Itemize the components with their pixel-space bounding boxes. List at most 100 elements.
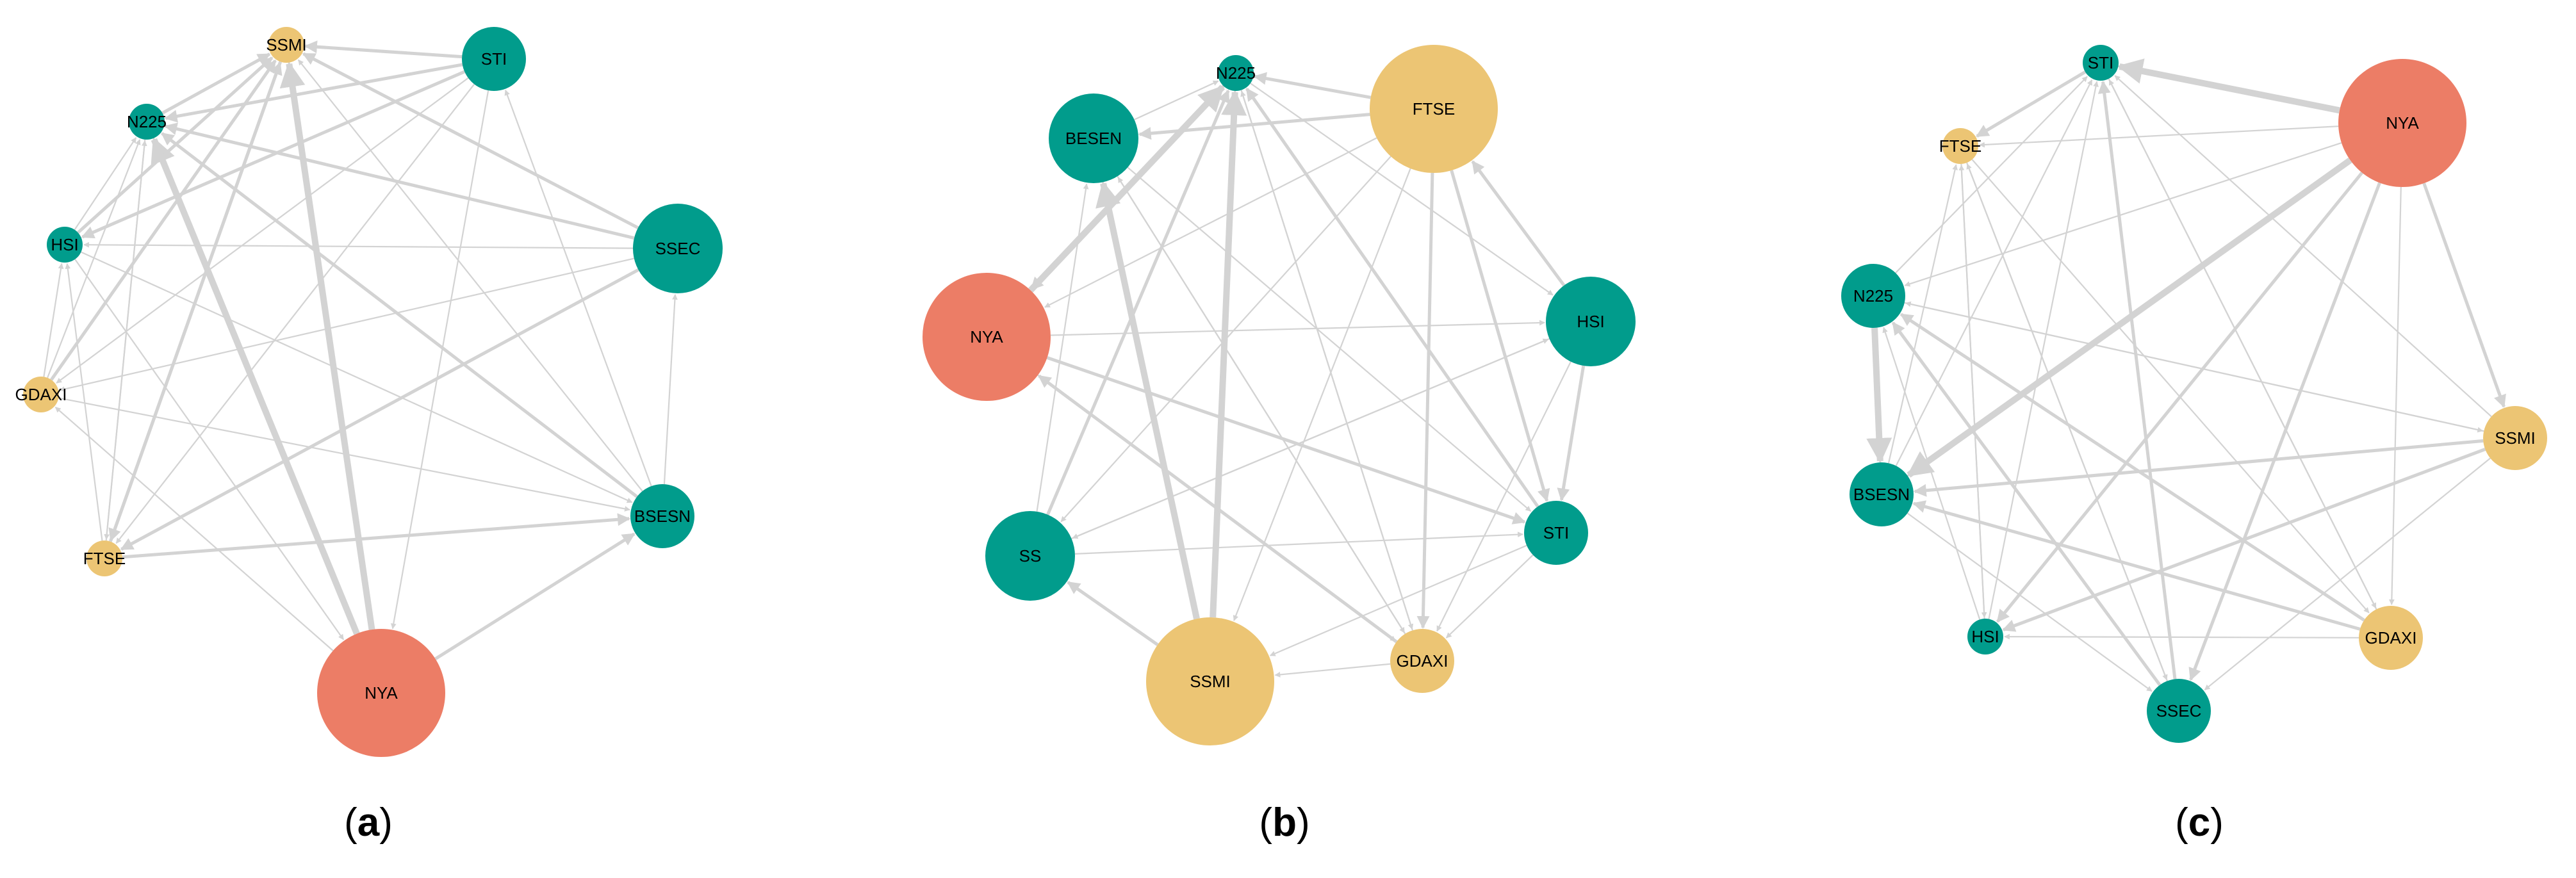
edge-besen-to-gdaxi <box>1117 175 1406 633</box>
edge-sti-to-nya <box>390 90 489 630</box>
node-label-ssmi: SSMI <box>2495 428 2536 448</box>
edge-nya-to-sti <box>1046 356 1526 524</box>
edge-hsi-to-nya <box>74 259 345 640</box>
node-ssmi <box>2483 406 2547 470</box>
node-label-ftse: FTSE <box>1939 136 1981 156</box>
edge-bsesn-to-ftse <box>1887 164 1958 464</box>
edge-nya-to-n225 <box>151 137 360 635</box>
edge-ssmi-to-sti <box>2114 75 2492 418</box>
node-gdaxi <box>1390 629 1454 693</box>
node-label-sti: STI <box>481 49 507 69</box>
edge-ss-to-besen <box>1036 183 1089 512</box>
panel-c-caption: (c) <box>2175 801 2224 845</box>
node-label-gdaxi: GDAXI <box>2365 628 2417 647</box>
edge-n225-to-ssmi <box>161 53 271 115</box>
node-nya <box>317 629 445 757</box>
node-gdaxi <box>23 377 59 412</box>
edge-sti-to-ssmi <box>1269 544 1527 656</box>
node-n225 <box>1218 55 1254 91</box>
node-hsi <box>47 227 83 263</box>
node-label-sti: STI <box>1543 523 1569 542</box>
node-n225 <box>1841 264 1905 328</box>
panel-a-edges <box>43 40 678 660</box>
node-label-ftse: FTSE <box>83 549 126 568</box>
node-label-nya: NYA <box>970 327 1003 346</box>
edge-bsesn-to-ssec <box>1907 512 2153 692</box>
edge-sti-to-gdaxi <box>56 77 469 384</box>
edge-ftse-to-ssec <box>1966 162 2168 681</box>
edge-n225-to-nya <box>1030 85 1225 291</box>
node-label-ftse: FTSE <box>1413 99 1455 118</box>
node-label-ssmi: SSMI <box>1190 672 1231 691</box>
node-ssmi <box>268 27 304 63</box>
edge-bsesn-to-ssec <box>663 294 678 485</box>
edge-gdaxi-to-hsi <box>2004 633 2359 640</box>
edge-sti-to-n225 <box>1245 87 1539 508</box>
edge-gdaxi-to-ssmi <box>1274 663 1391 678</box>
node-label-hsi: HSI <box>51 235 78 254</box>
edge-sti-to-gdaxi <box>1445 554 1534 638</box>
edge-sti-to-ftse <box>115 83 475 544</box>
panel-b-caption: (b) <box>1259 801 1309 845</box>
node-nya <box>923 273 1051 401</box>
edge-hsi-to-gdaxi <box>1436 361 1571 632</box>
edge-hsi-to-ftse <box>1471 160 1566 287</box>
edge-nya-to-ssmi <box>2422 183 2506 408</box>
edge-sti-to-hsi <box>81 70 466 239</box>
node-label-n225: N225 <box>1216 63 1256 83</box>
edge-n225-to-gdaxi <box>1240 90 1414 630</box>
edge-gdaxi-to-n225 <box>47 139 141 378</box>
node-besen <box>1049 93 1138 183</box>
edge-n225-to-sti <box>1895 76 2088 273</box>
edge-ftse-to-n225 <box>1253 72 1372 99</box>
edge-gdaxi-to-bsesn <box>1912 500 2361 631</box>
edge-bsesn-to-n225 <box>161 132 638 498</box>
node-nya <box>2338 59 2466 187</box>
edge-ssec-to-gdaxi <box>59 257 635 392</box>
edge-ssmi-to-besen <box>1095 181 1200 620</box>
edge-nya-to-sti <box>2117 58 2340 114</box>
node-gdaxi <box>2359 606 2423 670</box>
edge-bsesn-to-sti <box>504 89 652 487</box>
edge-bsesn-to-ssmi <box>297 59 643 492</box>
edge-ssmi-to-n225 <box>1210 90 1247 618</box>
panel-a-caption: (a) <box>344 801 393 845</box>
edge-ssmi-to-hsi <box>2002 448 2486 632</box>
node-ftse <box>86 541 122 576</box>
node-label-sti: STI <box>2088 53 2113 72</box>
node-ssmi <box>1146 617 1274 745</box>
edge-ftse-to-gdaxi <box>1416 172 1434 629</box>
edge-gdaxi-to-n225 <box>1899 313 2365 622</box>
node-sti <box>2083 45 2119 81</box>
edge-nya-to-gdaxi <box>2388 186 2402 605</box>
edge-ssmi-to-ftse <box>108 61 283 542</box>
edge-sti-to-ssmi <box>304 40 463 59</box>
node-label-nya: NYA <box>365 683 398 703</box>
edge-nya-to-gdaxi <box>54 406 334 651</box>
edge-ss-to-hsi <box>1071 338 1549 540</box>
node-label-bsesn: BSESN <box>1853 485 1910 504</box>
edge-ssmi-to-ss <box>1067 581 1159 646</box>
edge-gdaxi-to-hsi <box>43 263 64 377</box>
node-label-ssmi: SSMI <box>266 35 307 54</box>
edge-n225-to-ssmi <box>1904 302 2484 433</box>
edge-ssec-to-sti <box>2097 80 2177 679</box>
edge-nya-to-ftse <box>1979 126 2339 148</box>
node-label-n225: N225 <box>127 112 167 131</box>
node-bsesn <box>630 484 694 548</box>
node-label-n225: N225 <box>1853 286 1893 305</box>
edge-hsi-to-ssmi <box>77 56 274 234</box>
edge-ssmi-to-ssec <box>2204 457 2491 691</box>
edge-ftse-to-gdaxi <box>1971 159 2370 614</box>
node-label-nya: NYA <box>2386 113 2419 133</box>
node-n225 <box>129 104 165 140</box>
edge-n225-to-hsi <box>1250 83 1554 296</box>
node-label-gdaxi: GDAXI <box>1397 651 1448 671</box>
edge-ftse-to-hsi <box>1960 163 1987 618</box>
edge-hsi-to-sti <box>1988 81 2099 619</box>
node-label-bsesn: BSESN <box>634 507 691 526</box>
edge-nya-to-bsesn <box>434 532 636 660</box>
